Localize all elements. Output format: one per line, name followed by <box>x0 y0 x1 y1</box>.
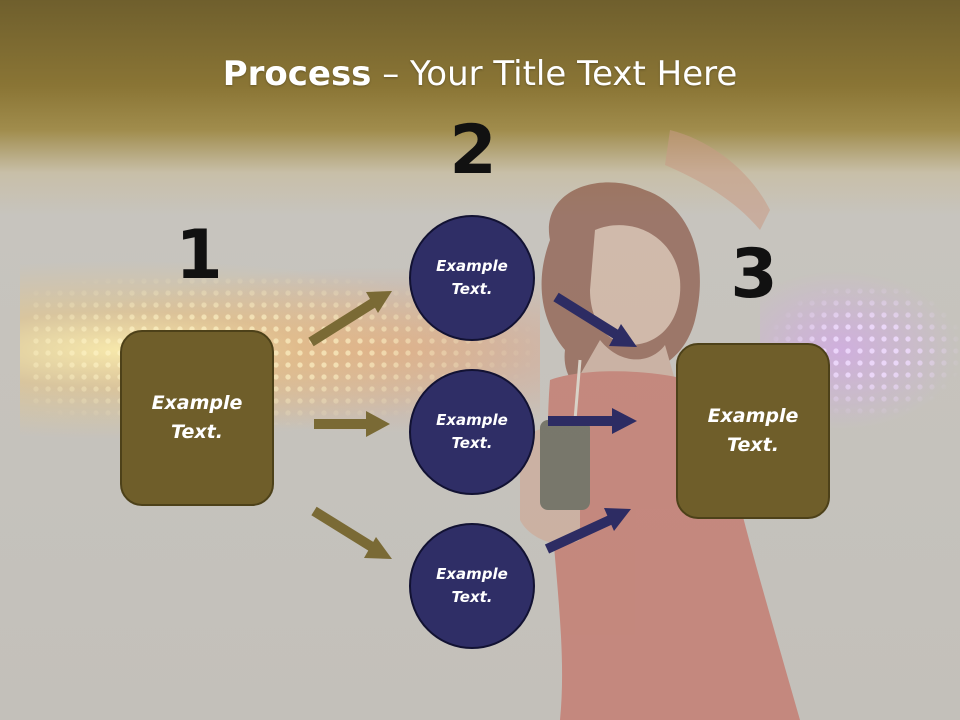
arrow-step1-to-top <box>308 291 392 347</box>
step-number-2: 2 <box>449 111 497 190</box>
navy-arrow-group <box>544 292 637 554</box>
arrow-top-to-step3 <box>553 292 637 347</box>
slide-title: Process – Your Title Text Here <box>0 52 960 96</box>
arrow-step1-to-middle <box>314 411 390 437</box>
step-2-circle-top[interactable]: Example Text. <box>409 215 535 341</box>
background-photo-woman <box>520 130 800 720</box>
title-rest: – Your Title Text Here <box>371 54 738 94</box>
arrow-step1-to-bottom <box>311 506 392 559</box>
gold-arrow-group <box>308 291 392 559</box>
step-number-3: 3 <box>730 235 778 314</box>
arrow-bottom-to-step3 <box>544 508 631 554</box>
title-bold: Process <box>222 54 372 94</box>
step-3-text: Example Text. <box>707 405 799 456</box>
step-2-middle-text: Example Text. <box>436 411 508 452</box>
step-2-circle-bottom[interactable]: Example Text. <box>409 523 535 649</box>
step-number-1: 1 <box>175 216 223 295</box>
step-2-top-text: Example Text. <box>436 257 508 298</box>
step-2-bottom-text: Example Text. <box>436 565 508 606</box>
step-1-box[interactable]: Example Text. <box>120 330 274 506</box>
step-3-box[interactable]: Example Text. <box>676 343 830 519</box>
step-1-text: Example Text. <box>151 392 243 443</box>
arrow-middle-to-step3 <box>548 408 637 434</box>
step-2-circle-middle[interactable]: Example Text. <box>409 369 535 495</box>
